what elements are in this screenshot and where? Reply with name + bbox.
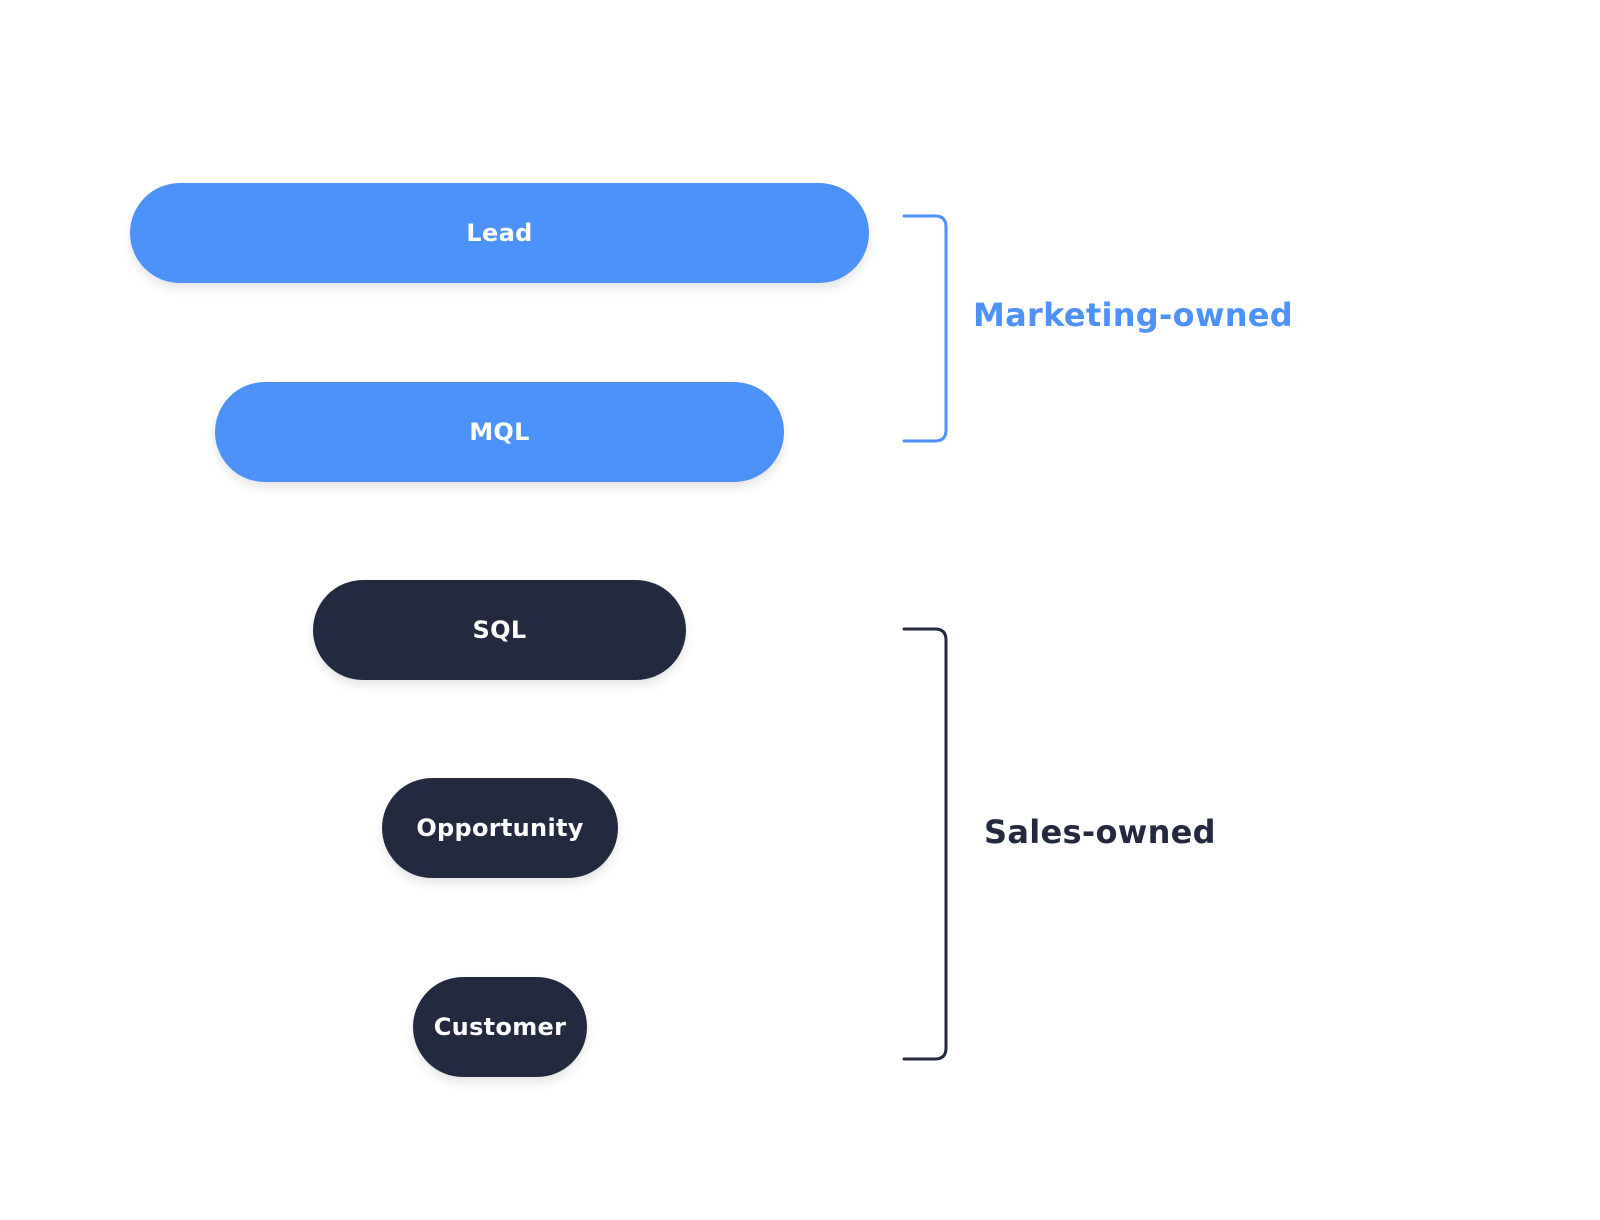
stage-lead-label: Lead — [466, 219, 533, 247]
sales-bracket — [902, 627, 948, 1061]
stage-mql-label: MQL — [469, 418, 530, 446]
stage-customer-label: Customer — [433, 1013, 567, 1041]
marketing-bracket — [902, 214, 948, 443]
stage-sql-label: SQL — [472, 616, 527, 644]
stage-sql: SQL — [313, 580, 686, 680]
sales-group-label: Sales-owned — [984, 813, 1216, 851]
stage-customer: Customer — [413, 977, 587, 1077]
stage-opportunity: Opportunity — [382, 778, 618, 878]
stage-opportunity-label: Opportunity — [416, 814, 584, 842]
stage-mql: MQL — [215, 382, 784, 482]
marketing-group-label: Marketing-owned — [973, 296, 1294, 334]
stage-lead: Lead — [130, 183, 869, 283]
